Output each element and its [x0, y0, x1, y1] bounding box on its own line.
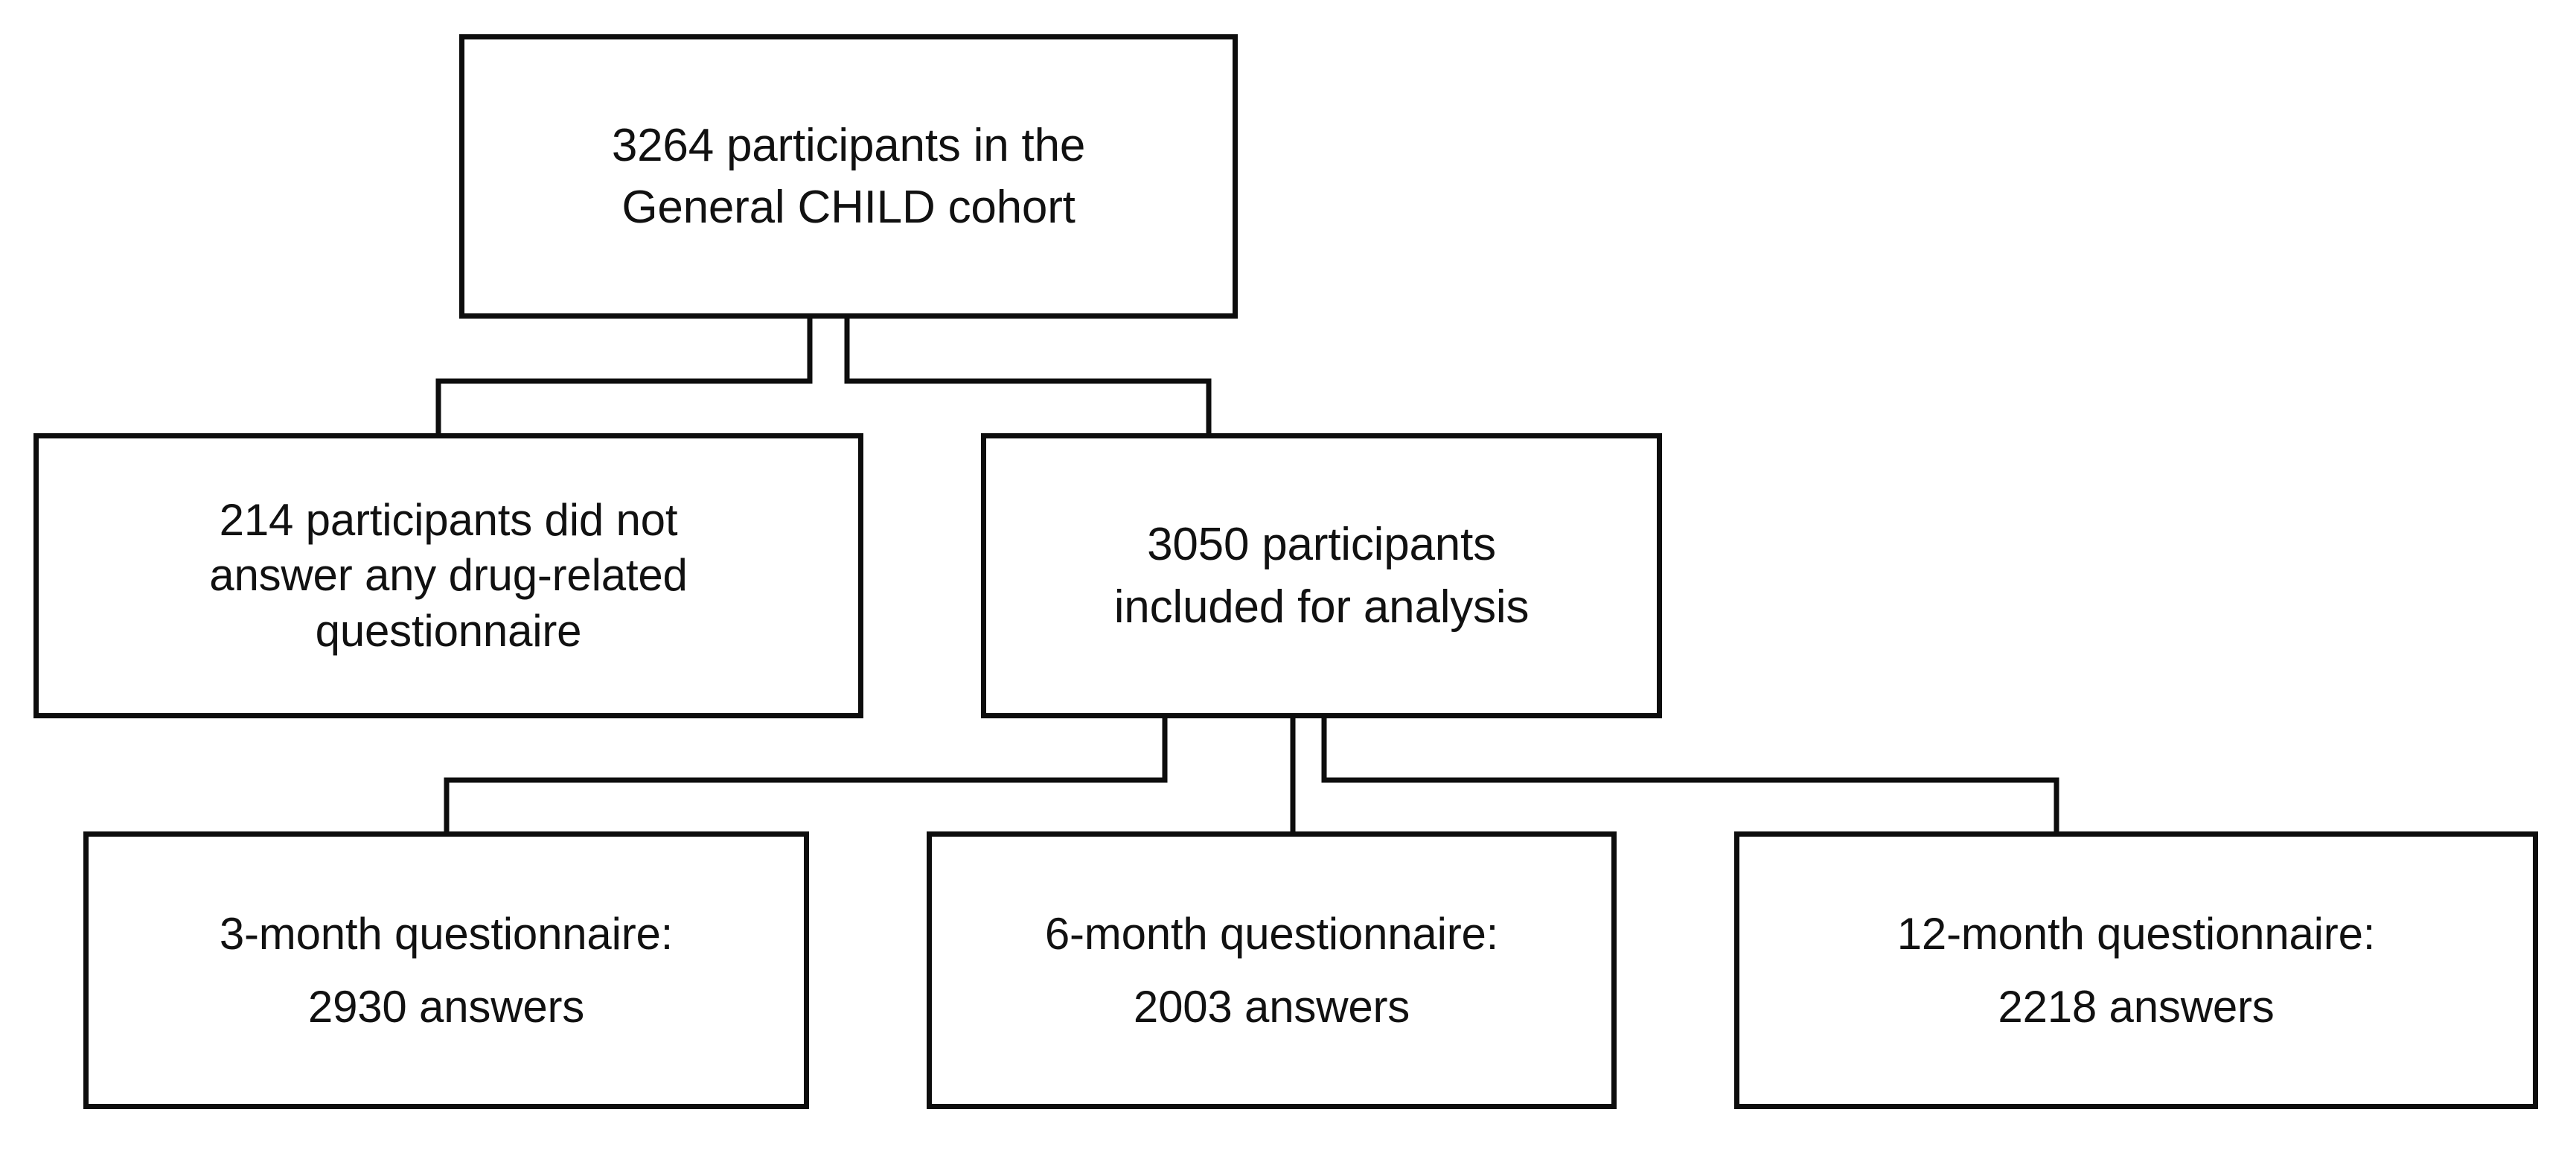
node-questionnaire-6-month: 6-month questionnaire: 2003 answers — [927, 831, 1617, 1109]
node-cohort-total: 3264 participants in the General CHILD c… — [459, 34, 1238, 319]
node-excluded-participants: 214 participants did not answer any drug… — [33, 433, 863, 718]
edge-cohort-to-included — [844, 319, 1212, 433]
node-questionnaire-3-month: 3-month questionnaire: 2930 answers — [83, 831, 809, 1109]
edge-included-to-q3 — [444, 718, 1168, 831]
node-questionnaire-6-month-label: 6-month questionnaire: 2003 answers — [1044, 909, 1499, 1032]
node-questionnaire-3-month-label: 3-month questionnaire: 2930 answers — [219, 909, 674, 1032]
edge-included-to-q12 — [1321, 718, 2059, 831]
node-included-for-analysis: 3050 participants included for analysis — [981, 433, 1662, 718]
node-excluded-participants-label: 214 participants did not answer any drug… — [209, 494, 688, 656]
edge-cohort-to-excluded — [435, 319, 813, 433]
node-questionnaire-12-month-label: 12-month questionnaire: 2218 answers — [1896, 909, 2376, 1032]
node-included-for-analysis-label: 3050 participants included for analysis — [1113, 519, 1530, 633]
node-cohort-total-label: 3264 participants in the General CHILD c… — [611, 119, 1086, 233]
node-questionnaire-12-month: 12-month questionnaire: 2218 answers — [1734, 831, 2538, 1109]
